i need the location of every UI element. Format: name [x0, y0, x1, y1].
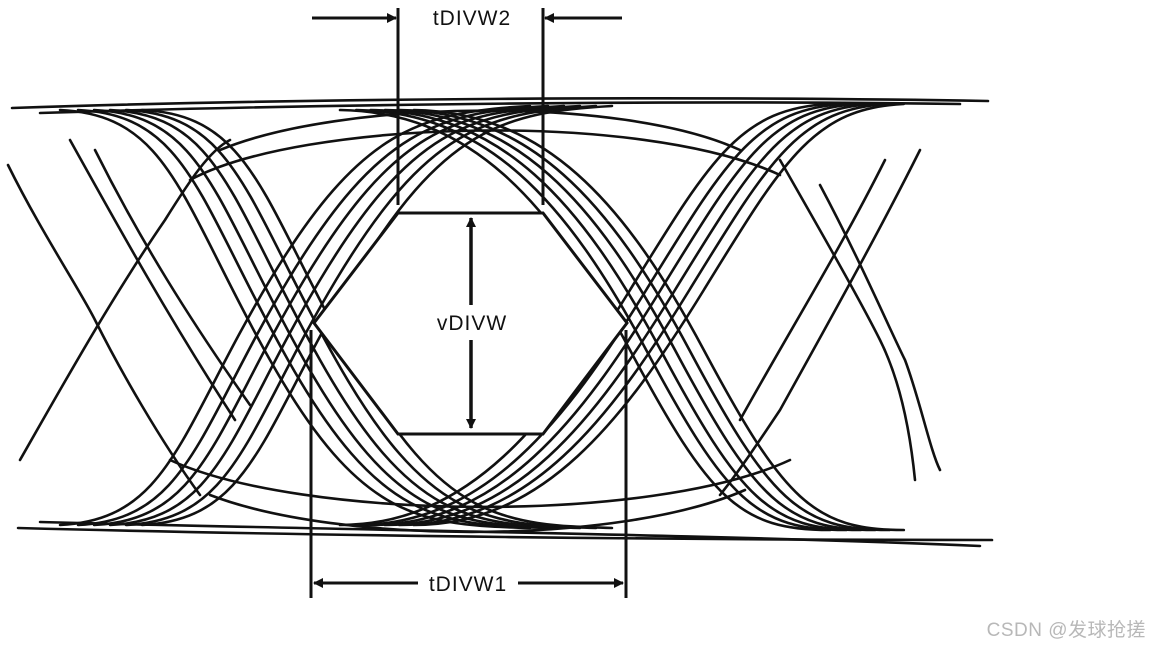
rising-trace: [124, 104, 598, 527]
falling-trace: [92, 108, 566, 530]
rising-trace: [354, 102, 848, 527]
rising-trace: [412, 102, 906, 527]
bottom-rail: [16, 526, 994, 542]
falling-trace: [412, 108, 906, 532]
falling-trace: [108, 108, 582, 530]
rising-trace: [338, 102, 832, 527]
vdivw-label: vDIVW: [437, 312, 507, 335]
falling-trace: [354, 108, 848, 532]
outer-trace: [778, 158, 917, 482]
eye-mask-hexagon: [312, 211, 629, 436]
watermark: CSDN @发球抢搓: [986, 620, 1146, 641]
falling-trace: [369, 108, 862, 532]
eye-arc: [218, 109, 742, 152]
outer-trace: [18, 138, 232, 462]
outer-trace: [818, 183, 942, 472]
rising-trace: [369, 102, 862, 527]
tdivw1-dimension: [309, 330, 628, 598]
falling-trace: [383, 108, 877, 532]
outer-trace: [738, 158, 887, 422]
falling-trace: [124, 108, 598, 530]
eye-arc: [188, 129, 782, 182]
eye-arc: [208, 488, 747, 534]
top-rail: [38, 101, 962, 115]
falling-trace: [338, 108, 832, 532]
tdivw1-label: tDIVW1: [429, 573, 507, 596]
eye-arc: [168, 458, 792, 509]
outer-trace: [68, 138, 237, 422]
rising-trace: [108, 104, 582, 527]
outer-trace: [93, 148, 252, 407]
tdivw2-label: tDIVW2: [433, 7, 511, 30]
falling-trace: [398, 108, 891, 532]
outer-trace: [718, 148, 922, 497]
rising-trace: [398, 102, 891, 527]
top-rail: [10, 97, 990, 110]
bottom-rail: [38, 520, 982, 548]
rising-trace: [383, 102, 877, 527]
tdivw2-dimension: [312, 8, 622, 205]
outer-trace: [6, 163, 202, 497]
